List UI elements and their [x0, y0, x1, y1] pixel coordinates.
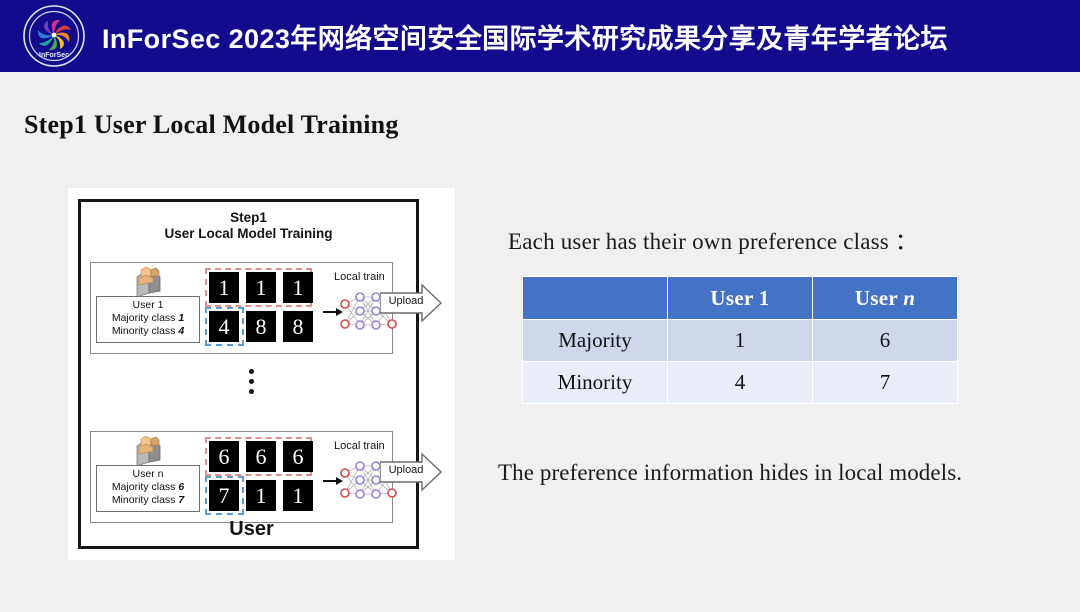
local-train-label-n: Local train [334, 440, 385, 452]
flow-arrow-icon [323, 473, 343, 485]
table-header-user-1: User 1 [667, 276, 813, 320]
user-1-name: User 1 [132, 299, 164, 311]
table-row: Majority 1 6 [522, 319, 958, 362]
upload-arrow-n: Upload [379, 452, 443, 492]
diagram-caption: User [229, 518, 274, 540]
table-cell-majority-usern: 6 [812, 319, 958, 362]
ellipsis-dot [249, 379, 254, 384]
table-row: Minority 4 7 [522, 361, 958, 404]
user-block-n: User n Majority class 6 Minority class 7… [90, 431, 397, 523]
diagram-title-line2: User Local Model Training [164, 225, 333, 241]
upload-arrow-1: Upload [379, 283, 443, 323]
neural-network-icon [338, 458, 400, 508]
upload-label-1: Upload [388, 295, 424, 307]
lead-text: Each user has their own preference class… [508, 229, 919, 254]
diagram-title-line1: Step1 [230, 210, 267, 225]
digit-sample: 7 [209, 480, 239, 511]
digit-sample: 1 [246, 480, 276, 511]
user-1-minority-value: 4 [178, 325, 185, 338]
digit-sample: 6 [283, 441, 313, 472]
ellipsis-dot [249, 389, 254, 394]
page-title: Step1 User Local Model Training [24, 110, 399, 139]
user-1-minority-label: Minority class [111, 325, 176, 338]
user-1-minority-line: Minority class 4 [97, 325, 199, 338]
user-n-minority-value: 7 [178, 494, 185, 507]
user-1-majority-label: Majority class [111, 312, 176, 325]
user-1-majority-value: 1 [178, 312, 185, 325]
user-n-name: User n [132, 468, 164, 480]
digit-sample: 1 [246, 272, 276, 303]
user-n-majority-line: Majority class 6 [97, 481, 199, 494]
digit-sample: 8 [283, 311, 313, 342]
table-header-user-n: User n [812, 276, 958, 320]
diagram-outer-frame: Step1 User Local Model Training User 1 M… [78, 199, 419, 549]
user-n-majority-label: Majority class [111, 481, 176, 494]
diagram-title: Step1 User Local Model Training [81, 210, 416, 242]
person-icon [129, 266, 163, 299]
person-icon [129, 435, 163, 468]
svg-text:InForSec: InForSec [39, 52, 69, 59]
table-corner-header [522, 276, 668, 320]
local-train-label-1: Local train [334, 271, 385, 283]
table-cell-majority-user1: 1 [667, 319, 813, 362]
table-cell-minority-usern: 7 [812, 361, 958, 404]
flow-arrow-icon [323, 304, 343, 316]
user-1-majority-line: Majority class 1 [97, 312, 199, 325]
user-1-info-box: User 1 Majority class 1 Minority class 4 [96, 296, 200, 343]
table-row-label-majority: Majority [522, 319, 668, 362]
explanation-column: Each user has their own preference class… [498, 222, 1064, 486]
tail-text: The preference information hides in loca… [498, 460, 963, 485]
digit-sample: 1 [283, 480, 313, 511]
table-cell-minority-user1: 4 [667, 361, 813, 404]
ellipsis-dot [249, 369, 254, 374]
minority-highlight-box [205, 476, 244, 515]
upload-label-n: Upload [388, 464, 424, 476]
header-title: InForSec 2023年网络空间安全国际学术研究成果分享及青年学者论坛 [102, 23, 948, 54]
digit-sample: 1 [283, 272, 313, 303]
digit-sample: 6 [246, 441, 276, 472]
minority-highlight-box [205, 307, 244, 346]
diagram-panel: Step1 User Local Model Training User 1 M… [68, 188, 455, 560]
table-header-row: User 1 User n [522, 276, 958, 320]
table-header-user-n-italic: n [903, 285, 916, 310]
preference-class-table: User 1 User n Majority 1 6 Minority 4 7 [522, 276, 958, 404]
digit-sample: 4 [209, 311, 239, 342]
user-block-1: User 1 Majority class 1 Minority class 4… [90, 262, 397, 354]
user-n-info-box: User n Majority class 6 Minority class 7 [96, 465, 200, 512]
user-n-minority-label: Minority class [111, 494, 176, 507]
digit-sample: 8 [246, 311, 276, 342]
digit-sample: 1 [209, 272, 239, 303]
user-n-digit-grid: 6 6 6 7 1 1 [205, 437, 318, 515]
slide-header-bar: InForSec InForSec 2023年网络空间安全国际学术研究成果分享及… [0, 0, 1080, 72]
user-n-minority-line: Minority class 7 [97, 494, 199, 507]
user-n-majority-value: 6 [178, 481, 185, 494]
user-1-digit-grid: 1 1 1 4 8 8 [205, 268, 318, 346]
inforsec-logo: InForSec [22, 4, 86, 68]
vertical-ellipsis [81, 364, 422, 399]
table-row-label-minority: Minority [522, 361, 668, 404]
digit-sample: 6 [209, 441, 239, 472]
